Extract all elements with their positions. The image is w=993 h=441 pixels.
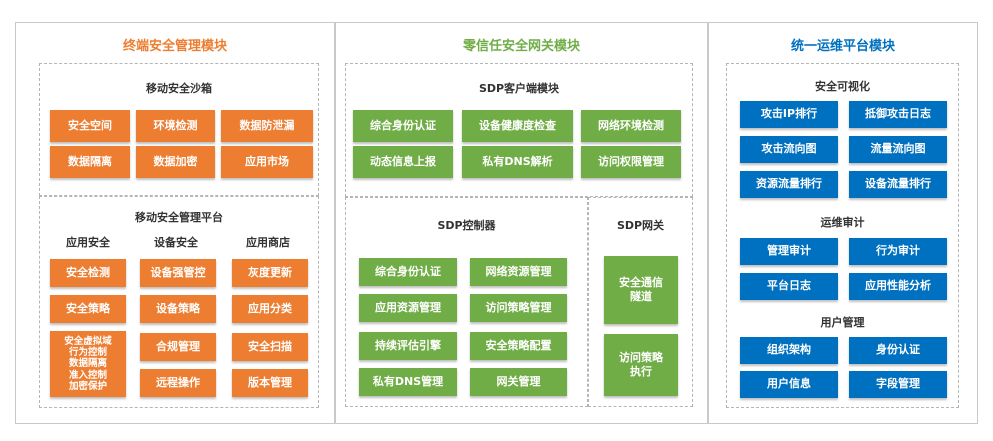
module-box: 网络环境检测: [581, 110, 681, 142]
module-box: 设备强管控: [140, 259, 216, 287]
module-box: 合规管理: [140, 333, 216, 361]
module-box: 访问策略执行: [604, 334, 678, 396]
sandbox-group: 移动安全沙箱 安全空间 环境检测 数据防泄漏 数据隔离 数据加密 应用市场: [39, 63, 319, 196]
zero-trust-gateway-panel: 零信任安全网关模块 SDP客户端模块 综合身份认证 设备健康度检查 网络环境检测…: [335, 22, 708, 424]
module-box: 安全空间: [50, 110, 130, 142]
module-box: 综合身份认证: [359, 258, 457, 286]
module-box: 安全策略: [50, 295, 126, 323]
module-box: 灰度更新: [232, 259, 308, 287]
module-box: 设备策略: [140, 295, 216, 323]
group-title: SDP网关: [616, 219, 665, 232]
module-box: 远程操作: [140, 369, 216, 397]
module-box: 设备健康度检查: [462, 110, 573, 142]
module-box: 应用分类: [232, 295, 308, 323]
sdp-gateway-group: SDP网关 安全通信隧道 访问策略执行: [588, 197, 693, 407]
module-box: 应用资源管理: [359, 294, 457, 322]
module-box: 资源流量排行: [740, 171, 838, 198]
panel-title: 统一运维平台模块: [790, 39, 895, 54]
sdp-controller-group: SDP控制器 综合身份认证 网络资源管理 应用资源管理 访问策略管理 持续评估引…: [345, 197, 588, 407]
module-box: 身份认证: [849, 337, 947, 364]
module-box: 安全通信隧道: [604, 256, 678, 324]
panel-title: 零信任安全网关模块: [462, 39, 580, 54]
module-box: 动态信息上报: [353, 146, 453, 178]
module-box: 攻击IP排行: [740, 101, 838, 128]
module-box: 数据加密: [136, 146, 215, 178]
module-box: 用户信息: [740, 371, 838, 398]
ops-group: 安全可视化 攻击IP排行 抵御攻击日志 攻击流向图 流量流向图 资源流量排行 设…: [726, 63, 959, 408]
module-box: 行为审计: [849, 238, 947, 265]
module-box: 设备流量排行: [849, 171, 947, 198]
module-box: 管理审计: [740, 238, 838, 265]
module-box: 持续评估引擎: [359, 332, 457, 360]
group-title: 移动安全管理平台: [135, 211, 223, 224]
module-box: 访问权限管理: [581, 146, 681, 178]
module-box: 安全检测: [50, 259, 126, 287]
module-box: 抵御攻击日志: [849, 101, 947, 128]
sdp-client-group: SDP客户端模块 综合身份认证 设备健康度检查 网络环境检测 动态信息上报 私有…: [345, 63, 693, 197]
unified-ops-panel: 统一运维平台模块 安全可视化 攻击IP排行 抵御攻击日志 攻击流向图 流量流向图…: [708, 22, 978, 424]
module-box: 私有DNS解析: [462, 146, 573, 178]
column-title: 应用安全: [66, 236, 110, 249]
column-title: 应用商店: [246, 236, 290, 249]
section-title: 运维审计: [820, 216, 865, 229]
section-title: 用户管理: [820, 316, 865, 329]
module-box: 应用市场: [221, 146, 313, 178]
module-box: 攻击流向图: [740, 136, 838, 163]
module-box: 网络资源管理: [470, 258, 567, 286]
module-box: 平台日志: [740, 273, 838, 300]
module-box: 应用性能分析: [849, 273, 947, 300]
module-box: 安全扫描: [232, 333, 308, 361]
column-title: 设备安全: [154, 236, 198, 249]
module-box: 数据隔离: [50, 146, 130, 178]
module-box: 流量流向图: [849, 136, 947, 163]
module-box: 访问策略管理: [470, 294, 567, 322]
group-title: SDP客户端模块: [478, 82, 560, 95]
section-title: 安全可视化: [815, 80, 870, 93]
module-box: 环境检测: [136, 110, 215, 142]
module-box: 安全策略配置: [470, 332, 567, 360]
mgmt-platform-group: 移动安全管理平台 应用安全 设备安全 应用商店 安全检测 安全策略 安全虚拟域 …: [39, 196, 319, 408]
panel-title: 终端安全管理模块: [122, 39, 227, 54]
module-box: 字段管理: [849, 371, 947, 398]
module-box: 组织架构: [740, 337, 838, 364]
module-box: 网关管理: [470, 368, 567, 396]
module-box: 安全虚拟域 行为控制 数据隔离 准入控制 加密保护: [50, 331, 126, 397]
module-box: 数据防泄漏: [221, 110, 313, 142]
module-box: 私有DNS管理: [359, 368, 457, 396]
group-title: SDP控制器: [437, 219, 496, 232]
group-title: 移动安全沙箱: [146, 82, 212, 95]
module-box: 综合身份认证: [353, 110, 453, 142]
terminal-security-panel: 终端安全管理模块 移动安全沙箱 安全空间 环境检测 数据防泄漏 数据隔离 数据加…: [15, 22, 335, 424]
module-box: 版本管理: [232, 369, 308, 397]
